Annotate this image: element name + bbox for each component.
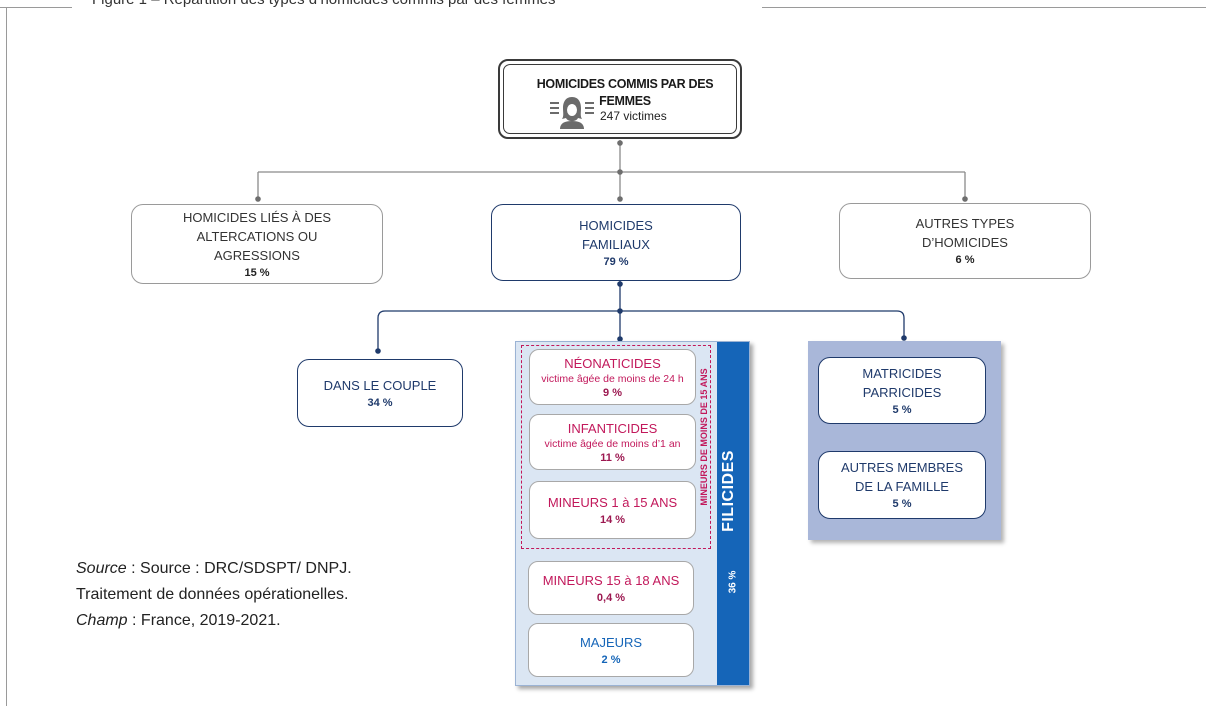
neonaticides-box: NÉONATICIDES victime âgée de moins de 24… bbox=[529, 349, 696, 405]
majeurs-label: MAJEURS bbox=[579, 634, 643, 650]
familiaux-box: HOMICIDES FAMILIAUX 79 % bbox=[491, 204, 741, 281]
filicides-band bbox=[717, 342, 749, 685]
matricides-label: MATRICIDES PARRICIDES bbox=[862, 365, 942, 400]
couple-pct: 34 % bbox=[367, 396, 393, 409]
figure-title: Figure 1 – Répartition des types d’homic… bbox=[92, 0, 556, 8]
filicides-label: FILICIDES bbox=[720, 450, 737, 532]
altercations-box: HOMICIDES LIÉS À DES ALTERCATIONS OU AGR… bbox=[131, 204, 383, 284]
autres-membres-box: AUTRES MEMBRES DE LA FAMILLE 5 % bbox=[818, 451, 986, 519]
root-title: HOMICIDES COMMIS PAR DES FEMMES bbox=[536, 77, 714, 108]
altercations-label: HOMICIDES LIÉS À DES ALTERCATIONS OU AGR… bbox=[182, 209, 332, 263]
infanticides-pct: 11 % bbox=[600, 451, 625, 464]
mineurs-15-18-label: MINEURS 15 à 18 ANS bbox=[542, 572, 680, 588]
neonaticides-sub: victime âgée de moins de 24 h bbox=[541, 372, 684, 385]
mineurs-15-18-pct: 0,4 % bbox=[596, 591, 626, 604]
infanticides-label: INFANTICIDES bbox=[567, 420, 658, 436]
altercations-pct: 15 % bbox=[244, 266, 270, 279]
matricides-box: MATRICIDES PARRICIDES 5 % bbox=[818, 357, 986, 424]
champ-label: Champ bbox=[76, 612, 128, 629]
source-label: Source bbox=[76, 560, 127, 577]
autres-membres-pct: 5 % bbox=[892, 498, 912, 510]
woman-id-icon bbox=[550, 97, 594, 129]
filicides-pct: 36 % bbox=[727, 570, 739, 594]
matricides-pct: 5 % bbox=[892, 403, 912, 416]
mineurs-1-15-pct: 14 % bbox=[599, 513, 626, 526]
root-box: HOMICIDES COMMIS PAR DES FEMMES 247 vict… bbox=[498, 59, 742, 139]
mineurs-1-15-label: MINEURS 1 à 15 ANS bbox=[547, 494, 678, 510]
autres-types-pct: 6 % bbox=[955, 254, 975, 266]
minors-under-15-region bbox=[521, 345, 711, 549]
mineurs-1-15-box: MINEURS 1 à 15 ANS 14 % bbox=[529, 481, 696, 539]
source-note: Source : Source : DRC/SDSPT/ DNPJ. Trait… bbox=[76, 556, 406, 634]
autres-membres-label: AUTRES MEMBRES DE LA FAMILLE bbox=[840, 460, 964, 494]
infanticides-box: INFANTICIDES victime âgée de moins d’1 a… bbox=[529, 414, 696, 470]
majeurs-pct: 2 % bbox=[601, 653, 621, 666]
source-text: : Source : DRC/SDSPT/ DNPJ. Traitement d… bbox=[76, 560, 352, 603]
mineurs-15-18-box: MINEURS 15 à 18 ANS 0,4 % bbox=[528, 561, 694, 615]
infanticides-sub: victime âgée de moins d’1 an bbox=[544, 437, 681, 450]
minors-under-15-label: MINEURS DE MOINS DE 15 ANS bbox=[699, 368, 709, 506]
champ-text: : France, 2019-2021. bbox=[127, 612, 281, 629]
neonaticides-pct: 9 % bbox=[603, 386, 622, 399]
couple-box: DANS LE COUPLE 34 % bbox=[297, 359, 463, 427]
couple-label: DANS LE COUPLE bbox=[323, 377, 437, 393]
familiaux-label: HOMICIDES FAMILIAUX bbox=[579, 217, 653, 252]
familiaux-pct: 79 % bbox=[603, 255, 629, 268]
majeurs-box: MAJEURS 2 % bbox=[528, 623, 694, 677]
neonaticides-label: NÉONATICIDES bbox=[564, 355, 661, 371]
autres-types-box: AUTRES TYPES D’HOMICIDES 6 % bbox=[839, 203, 1091, 279]
root-count: 247 victimes bbox=[600, 109, 667, 123]
autres-types-label: AUTRES TYPES D’HOMICIDES bbox=[915, 216, 1015, 250]
